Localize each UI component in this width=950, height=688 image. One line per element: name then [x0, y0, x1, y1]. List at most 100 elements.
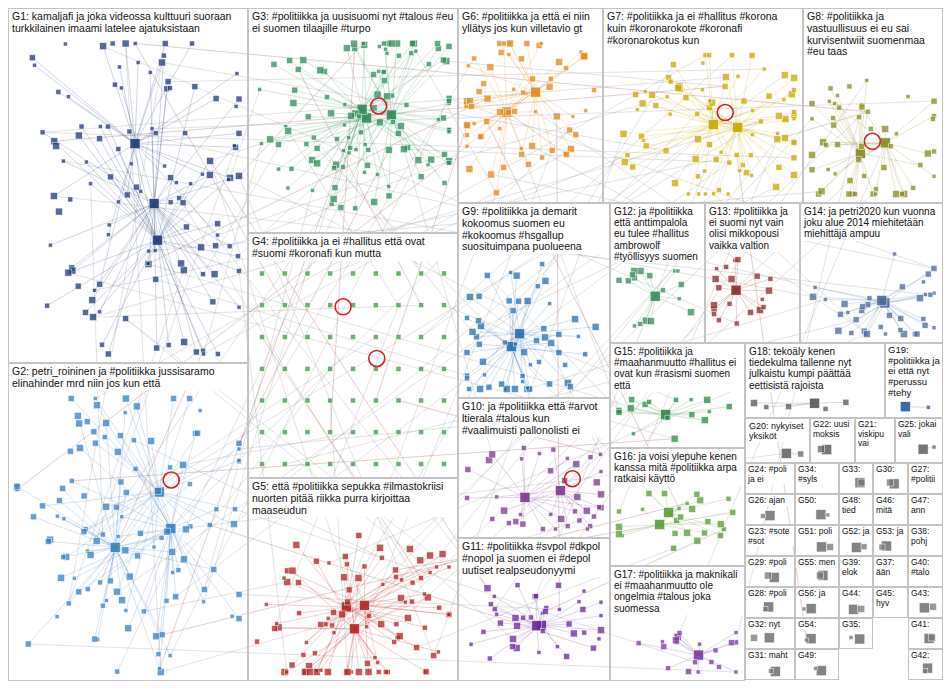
network-edge: [135, 44, 868, 112]
vertex-thumbnail: [103, 503, 110, 510]
network-edge: [520, 334, 579, 337]
network-edge: [135, 44, 165, 144]
vertex-thumbnail: [694, 136, 701, 143]
vertex-thumbnail: [582, 630, 587, 635]
vertex-thumbnail: [98, 125, 102, 129]
vertex-thumbnail: [577, 518, 582, 523]
vertex-thumbnail: [571, 115, 575, 119]
vertex-thumbnail: [180, 556, 187, 563]
vertex-thumbnail: [932, 445, 936, 449]
vertex-thumbnail: [92, 440, 98, 446]
network-edge: [148, 99, 487, 264]
group-label: G10: ja #politiikka että #arvot ltierala…: [459, 399, 609, 437]
network-edge: [362, 109, 444, 154]
vertex-thumbnail: [582, 589, 586, 593]
vertex-thumbnail: [782, 115, 789, 122]
vertex-thumbnail: [668, 79, 673, 84]
vertex-thumbnail: [792, 117, 796, 121]
vertex-thumbnail: [112, 82, 117, 87]
network-edge: [17, 486, 115, 547]
vertex-thumbnail: [365, 669, 372, 676]
vertex-thumbnail: [364, 162, 370, 168]
vertex-thumbnail: [722, 83, 728, 89]
network-edge: [491, 112, 507, 174]
vertex-thumbnail: [440, 57, 446, 63]
vertex-thumbnail: [625, 278, 631, 284]
vertex-thumbnail: [162, 41, 168, 47]
vertex-thumbnail: [841, 300, 848, 307]
network-edge: [305, 629, 354, 672]
network-edge: [511, 347, 549, 384]
network-edge: [376, 125, 467, 400]
self-loop: [717, 105, 733, 121]
vertex-thumbnail: [376, 670, 381, 675]
network-edge: [126, 44, 135, 144]
vertex-thumbnail: [435, 565, 439, 569]
vertex-thumbnail: [922, 322, 928, 328]
vertex-thumbnail: [104, 598, 108, 602]
network-edge: [171, 461, 239, 528]
network-edge: [84, 492, 159, 532]
vertex-thumbnail: [809, 167, 815, 173]
vertex-thumbnail: [437, 118, 441, 122]
vertex-thumbnail: [558, 515, 565, 522]
vertex-thumbnail: [113, 504, 119, 510]
network-edge: [699, 633, 736, 655]
vertex-thumbnail: [56, 89, 61, 94]
vertex-thumbnail: [583, 352, 588, 357]
vertex-thumbnail: [831, 122, 837, 128]
vertex-thumbnail: [764, 572, 771, 579]
vertex-thumbnail: [697, 497, 704, 504]
vertex-thumbnail: [60, 485, 66, 491]
vertex-thumbnail: [716, 285, 722, 291]
vertex-thumbnail: [849, 636, 853, 640]
vertex-thumbnail: [373, 303, 378, 308]
vertex-thumbnail: [343, 103, 347, 107]
vertex-thumbnail: [442, 335, 447, 340]
vertex-thumbnail: [711, 302, 718, 309]
vertex-thumbnail: [328, 303, 333, 308]
vertex-thumbnail: [378, 621, 385, 628]
vertex-thumbnail: [703, 169, 707, 173]
network-edge: [157, 179, 228, 240]
network-edge: [93, 240, 157, 317]
vertex-thumbnail: [516, 298, 522, 304]
vertex-thumbnail: [521, 90, 526, 95]
vertex-thumbnail: [69, 478, 74, 483]
group-label: G16: ja voisi ylepuhe kenen kanssa mitä …: [611, 449, 744, 486]
network-edge: [885, 268, 934, 303]
network-edge: [69, 44, 166, 604]
vertex-thumbnail: [373, 656, 377, 660]
network-edge: [470, 297, 520, 334]
network-edge: [391, 115, 428, 165]
network-edge: [102, 240, 157, 345]
vertex-thumbnail: [348, 145, 353, 150]
network-edge: [171, 529, 239, 595]
vertex-thumbnail: [362, 113, 372, 123]
group-label: G23: #sote #sot: [746, 526, 794, 546]
vertex-thumbnail: [124, 608, 128, 612]
vertex-thumbnail: [791, 74, 798, 81]
vertex-thumbnail: [519, 151, 525, 157]
vertex-thumbnail: [371, 198, 378, 205]
vertex-thumbnail: [726, 192, 730, 196]
vertex-thumbnail: [163, 164, 167, 168]
vertex-thumbnail: [236, 130, 242, 136]
vertex-thumbnail: [514, 622, 521, 629]
vertex-thumbnail: [195, 430, 201, 436]
network-edge: [135, 44, 192, 144]
vertex-thumbnail: [237, 305, 241, 309]
group-label: G3: #politiikka ja uusisuomi nyt #talous…: [249, 9, 457, 36]
vertex-thumbnail: [230, 614, 234, 618]
vertex-thumbnail: [400, 578, 404, 582]
vertex-thumbnail: [349, 624, 359, 634]
network-edge: [173, 369, 331, 573]
network-edge: [885, 143, 927, 154]
network-edge: [885, 116, 934, 143]
vertex-thumbnail: [761, 305, 766, 310]
vertex-thumbnail: [792, 109, 797, 114]
vertex-thumbnail: [548, 302, 552, 306]
vertex-thumbnail: [930, 116, 935, 121]
vertex-thumbnail: [510, 308, 516, 314]
vertex-thumbnail: [930, 603, 937, 610]
